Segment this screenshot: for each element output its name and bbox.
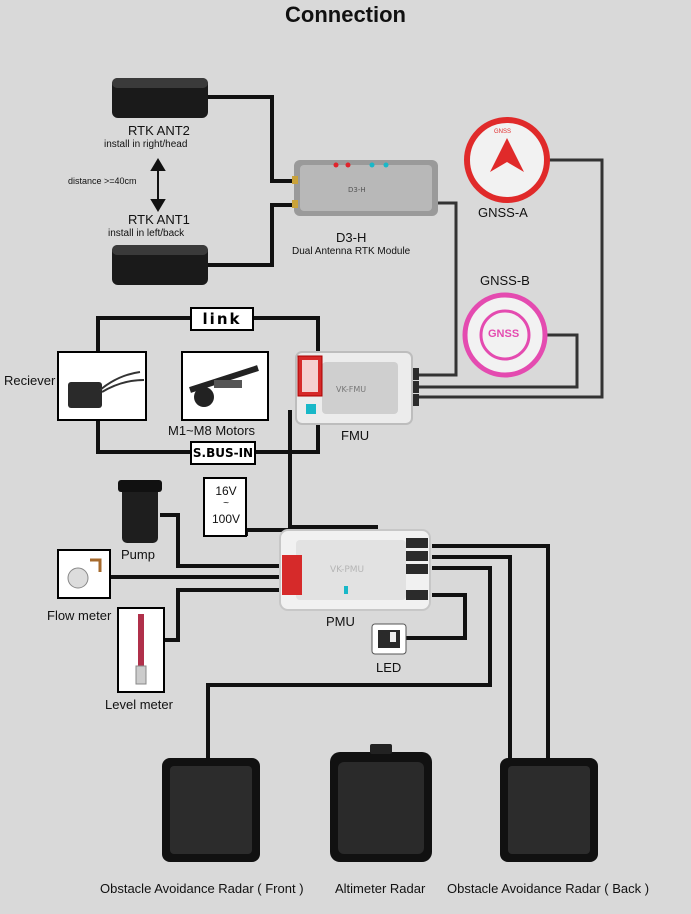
link-label: link [190, 307, 254, 331]
rtk-ant2-label: RTK ANT2 [128, 123, 190, 138]
link-wire-left [96, 316, 190, 355]
pump-icon [118, 480, 162, 543]
gnss-a-icon [464, 117, 550, 203]
rtk-ant1-icon [112, 245, 208, 285]
d3h-module-icon [292, 160, 438, 216]
page-title: Connection [285, 2, 406, 27]
led-cable [404, 593, 467, 640]
pmu-module-icon [279, 529, 431, 611]
radar-front-icon [162, 758, 260, 862]
ant2-cable [206, 95, 296, 183]
radar-front-cable [206, 566, 492, 758]
level-meter-icon [117, 607, 165, 693]
pmu-label: PMU [326, 614, 355, 629]
altimeter-radar-label: Altimeter Radar [335, 881, 426, 896]
radar-back-label: Obstacle Avoidance Radar ( Back ) [447, 881, 650, 896]
d3h-fmu-cable [418, 201, 458, 377]
voltage-line2: ~ [223, 498, 229, 509]
d3h-device-text: D3-H [348, 186, 366, 194]
sbus-wire-right [252, 425, 320, 454]
level-meter-label: Level meter [105, 697, 173, 712]
gnss-a-label: GNSS-A [478, 205, 528, 220]
rtk-ant2-icon [112, 78, 208, 118]
sbus-label: S.BUS-IN [190, 441, 256, 465]
rtk-ant1-label: RTK ANT1 [128, 212, 190, 227]
receiver-label: Reciever [4, 373, 56, 388]
distance-arrow-icon [150, 158, 166, 212]
sbus-wire-left [96, 420, 190, 454]
link-wire-right [252, 316, 320, 355]
fmu-device-text: VK-FMU [336, 385, 366, 394]
motors-label: M1~M8 Motors [168, 423, 256, 438]
pump-cable [160, 513, 282, 568]
voltage-line3: 100V [211, 512, 241, 526]
fmu-module-icon [295, 351, 413, 425]
gnss-a-cable [418, 158, 604, 399]
fmu-pmu-cable [288, 410, 378, 529]
fmu-label: FMU [341, 428, 370, 443]
altimeter-radar-icon [330, 744, 432, 862]
wires [96, 95, 550, 758]
pmu-device-text: VK-PMU [330, 565, 364, 575]
led-label: LED [376, 660, 402, 675]
voltage-box [203, 477, 247, 537]
rtk-ant1-sub: install in left/back [108, 228, 185, 239]
gnss-b-cable [418, 333, 579, 389]
gnss-cables [418, 158, 604, 399]
gnss-a-dome-text: GNSS [494, 129, 512, 135]
receiver-icon [57, 351, 147, 421]
gnss-b-icon [462, 292, 548, 378]
distance-label: distance >=40cm [68, 176, 137, 186]
pump-label: Pump [121, 547, 155, 562]
radar-back-cable [432, 544, 550, 758]
level-cable [165, 588, 282, 642]
radar-front-label: Obstacle Avoidance Radar ( Front ) [100, 881, 304, 896]
d3h-label: D3-H [336, 230, 367, 245]
altimeter-cable-a [432, 555, 512, 758]
radar-back-icon [500, 758, 598, 862]
ant1-cable [206, 203, 296, 267]
d3h-desc: Dual Antenna RTK Module [292, 246, 411, 257]
voltage-line1: 16V [215, 484, 237, 498]
flow-meter-label: Flow meter [47, 608, 112, 623]
gnss-b-label: GNSS-B [480, 273, 530, 288]
gnss-b-dome-text: GNSS [488, 328, 520, 340]
flow-meter-icon [57, 549, 111, 599]
motors-icon [181, 351, 269, 421]
rtk-ant2-sub: install in right/head [104, 139, 188, 150]
led-icon [371, 623, 407, 655]
